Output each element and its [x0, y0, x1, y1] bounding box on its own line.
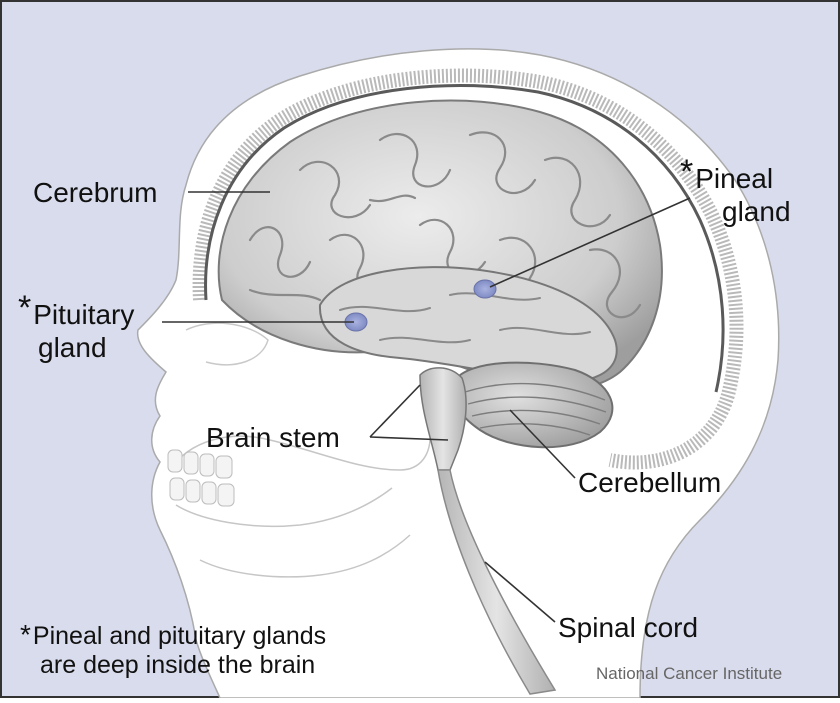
pineal-asterisk: * — [680, 153, 694, 191]
pineal-gland-label: *Pineal gland — [680, 155, 791, 228]
footnote-asterisk: * — [20, 619, 31, 650]
footnote-line2: are deep inside the brain — [40, 651, 316, 679]
cerebellum-label: Cerebellum — [578, 467, 722, 498]
spinal-cord-shape — [437, 469, 557, 695]
skull-outline — [192, 68, 744, 470]
pituitary-label-line2: gland — [38, 332, 107, 363]
pituitary-label-line1: Pituitary — [33, 299, 135, 330]
footnote-line1: Pineal and pituitary glands — [32, 622, 327, 650]
spinal-cord-leader — [484, 561, 556, 623]
cerebellum-leader — [509, 409, 576, 479]
brain-stem-leader-upper — [369, 384, 421, 438]
leader-lines — [162, 191, 691, 623]
pineal-label-line2: gland — [722, 196, 791, 227]
cerebrum-label: Cerebrum — [33, 177, 158, 208]
brain-stem-label: Brain stem — [206, 422, 340, 453]
pineal-label-line1: Pineal — [695, 163, 774, 194]
jaw-outline — [169, 429, 431, 578]
credit-text: National Cancer Institute — [596, 664, 783, 683]
cerebellum-folia — [464, 382, 607, 436]
pituitary-asterisk: * — [18, 289, 32, 327]
brain-stem-shape — [419, 367, 467, 471]
pineal-leader — [489, 197, 691, 288]
pineal-gland — [473, 279, 497, 299]
skull-inner — [204, 83, 725, 393]
spinal-cord-label: Spinal cord — [558, 612, 699, 643]
footnote: *Pineal and pituitary glands are deep in… — [20, 619, 327, 680]
teeth — [167, 449, 235, 507]
brain-stem-leader-lower — [369, 436, 449, 441]
temporal-lobe — [318, 266, 618, 384]
temporal-gyri — [339, 292, 591, 344]
eye-socket — [185, 322, 269, 366]
pituitary-gland-label: *Pituitary gland — [18, 291, 135, 364]
